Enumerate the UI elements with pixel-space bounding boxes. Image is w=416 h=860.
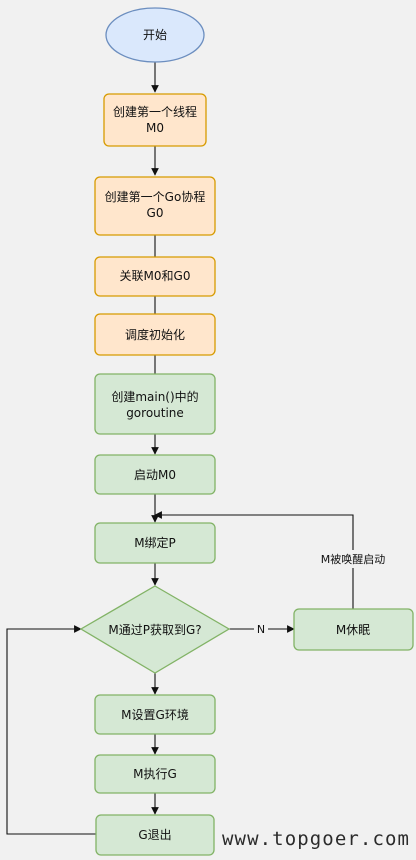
start-node (105, 7, 205, 63)
start-m0-label: 启动M0 (134, 468, 176, 482)
create-thread-node (103, 93, 207, 147)
sleep-node (293, 608, 414, 651)
create-thread-label: 创建第一个线程 (113, 104, 197, 119)
create-main-node (94, 373, 216, 435)
watermark: www.topgoer.com (222, 828, 411, 850)
link-label: 关联M0和G0 (120, 269, 191, 283)
schedule-init-label: 调度初始化 (125, 327, 185, 342)
edges (6, 62, 354, 835)
start-node-label: 开始 (143, 28, 167, 42)
schedule-init-node (94, 313, 216, 356)
edge-sleep-to-bind (154, 511, 354, 609)
create-main-label: 创建main()中的 (111, 389, 198, 404)
create-goroutine-label: 创建第一个Go协程 (105, 189, 206, 204)
exit-label: G退出 (138, 828, 171, 842)
bind-p-label: M绑定P (134, 535, 176, 550)
wake-label-bg (317, 550, 389, 568)
no-label-bg (254, 621, 268, 637)
decision-label: M通过P获取到G? (108, 623, 201, 637)
bind-p-node (94, 522, 216, 564)
link-node (94, 256, 216, 297)
create-main-sublabel: goroutine (126, 406, 184, 420)
decision-node (79, 585, 231, 674)
setup-env-node (94, 694, 216, 735)
exit-node (95, 814, 215, 856)
create-goroutine-sublabel: G0 (147, 206, 164, 220)
sleep-label: M休眠 (336, 623, 370, 637)
wake-edge-label: M被唤醒启动 (321, 552, 386, 566)
create-thread-sublabel: M0 (146, 121, 164, 135)
execute-node (94, 754, 216, 794)
execute-label: M执行G (133, 767, 177, 781)
create-goroutine-node (94, 176, 216, 236)
edge-exit-to-decision (6, 625, 96, 835)
start-m0-node (94, 454, 216, 495)
no-edge-label: N (257, 623, 265, 636)
setup-env-label: M设置G环境 (121, 707, 189, 722)
